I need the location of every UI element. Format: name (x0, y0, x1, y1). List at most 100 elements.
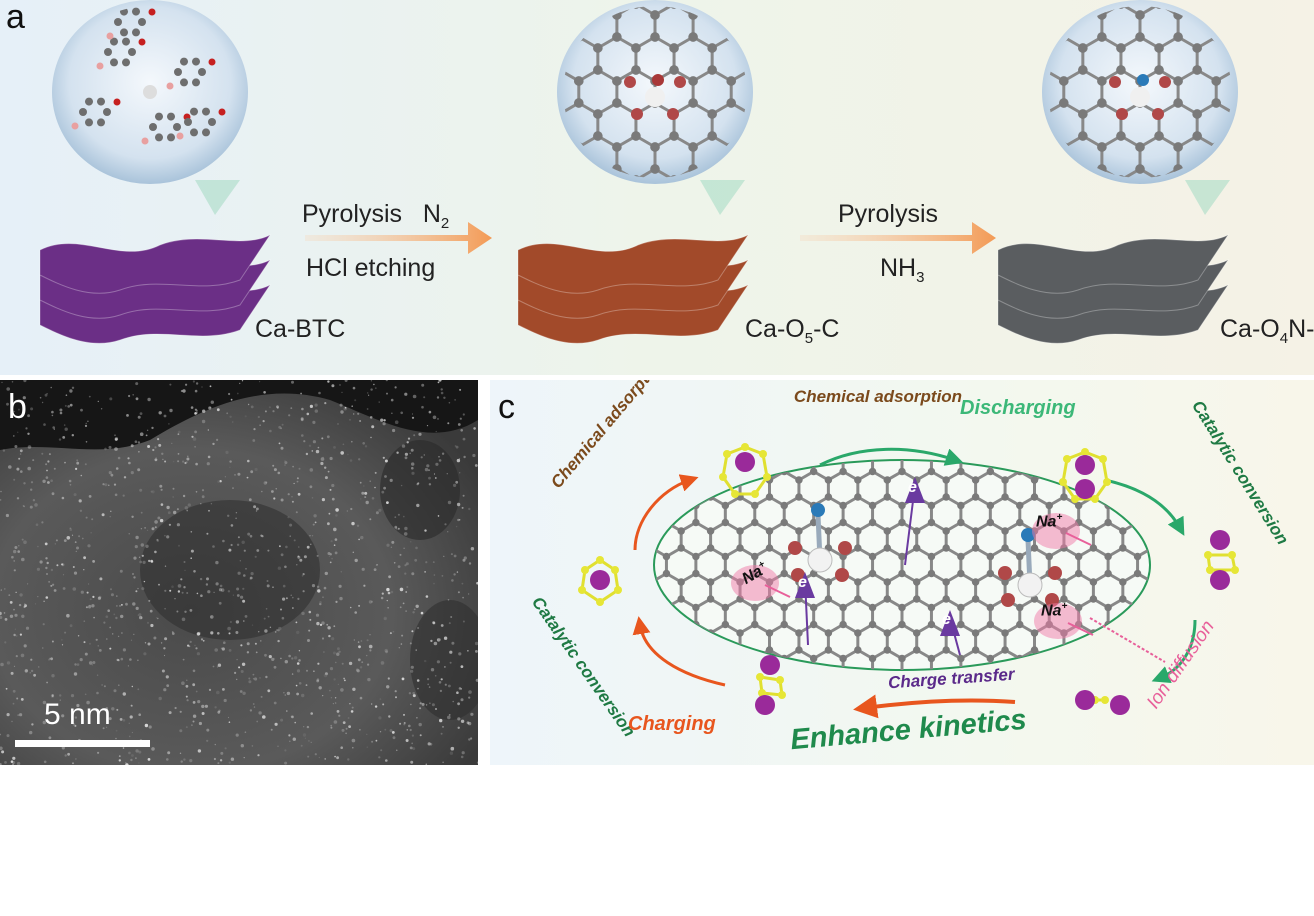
carbon-atom (883, 476, 892, 484)
carbon-atom (795, 425, 802, 432)
carbon-atom (1133, 552, 1142, 561)
carbon-atom (1135, 10, 1145, 20)
carbon-atom (854, 646, 862, 654)
carbon-atom (707, 109, 717, 119)
carbon-atom (631, 65, 641, 75)
oxygen-atom (1001, 593, 1015, 607)
sodium-atom (1075, 455, 1095, 475)
carbon-atom (604, 621, 611, 628)
carbon-atom (825, 442, 832, 449)
carbon-atom (1060, 697, 1067, 704)
oxygen-atom (1109, 76, 1121, 88)
carbon-atom (766, 680, 773, 687)
carbon-atom (986, 620, 995, 629)
carbon-atom (1060, 578, 1068, 586)
carbon-atom (1193, 553, 1200, 560)
carbon-atom (593, 6, 603, 9)
carbon-atom (1040, 197, 1050, 207)
carbon-atom (1048, 175, 1050, 178)
oxygen-atom (1152, 108, 1164, 120)
carbon-atom (1133, 620, 1142, 629)
carbon-atom (751, 552, 759, 561)
carbon-atom (1021, 98, 1031, 108)
bubble-pointer (700, 180, 745, 215)
arrow-step1 (305, 222, 492, 254)
carbon-atom (780, 620, 788, 629)
carbon-atom (662, 501, 671, 510)
carbon-atom (942, 442, 949, 449)
carbon-atom (1307, 0, 1314, 9)
carbon-atom (1078, 131, 1088, 141)
carbon-atom (912, 578, 921, 586)
carbon-atom (706, 544, 715, 552)
carbon-atom (688, 32, 698, 42)
carbon-atom (517, 109, 527, 119)
carbon-atom (619, 595, 626, 602)
carbon-atom (707, 43, 717, 53)
m2-suffix: -C (813, 315, 840, 343)
carbon-atom (868, 501, 877, 510)
carbon-atom (688, 142, 698, 152)
carbon-atom (854, 425, 861, 432)
carbon-atom (1016, 518, 1024, 527)
carbon-atom (1097, 76, 1107, 86)
na-text: Na (1036, 513, 1057, 531)
carbon-atom (1133, 518, 1142, 527)
carbon-atom (986, 552, 995, 561)
carbon-atom (706, 629, 715, 637)
carbon-atom (1154, 43, 1164, 53)
carbon-atom (765, 493, 774, 501)
carbon-atom (795, 442, 802, 449)
carbon-atom (1002, 175, 1012, 185)
carbon-atom (612, 32, 622, 42)
carbon-atom (1060, 646, 1068, 654)
carbon-atom (898, 518, 906, 527)
carbon-atom (898, 501, 906, 510)
carbon-atom (721, 569, 730, 578)
carbon-atom (650, 10, 660, 20)
carbon-atom (604, 655, 611, 662)
carbon-atom (1211, 98, 1222, 108)
carbon-atom (721, 518, 730, 527)
carbon-atom (633, 570, 640, 577)
carbon-atom (809, 467, 818, 476)
sodium-atom (735, 452, 755, 472)
carbon-atom (1288, 98, 1298, 108)
carbon-atom (1288, 164, 1298, 174)
carbon-atom (1192, 131, 1202, 141)
carbon-atom (809, 603, 818, 612)
layered-sheet (39, 233, 272, 294)
carbon-atom (677, 544, 685, 552)
carbon-atom (736, 629, 744, 637)
carbon-atom (868, 467, 877, 476)
carbon-atom (942, 425, 949, 432)
carbon-atom (1148, 476, 1150, 484)
carbon-atom (1269, 0, 1279, 9)
carbon-atom (1163, 519, 1170, 526)
carbon-atom (1193, 451, 1200, 458)
carbon-atom (854, 544, 862, 552)
carbon-atom (669, 131, 679, 141)
carbon-atom (612, 98, 622, 108)
carbon-atom (654, 476, 656, 484)
carbon-atom (1097, 98, 1107, 108)
carbon-atom (619, 476, 626, 483)
carbon-atom (563, 175, 565, 178)
carbon-atom (1001, 578, 1009, 586)
carbon-atom (1163, 570, 1170, 577)
carbon-atom (764, 98, 774, 108)
sulfur-atom (611, 566, 619, 574)
carbon-atom (839, 501, 847, 510)
carbon-atom (1307, 109, 1314, 119)
carbon-atom (803, 32, 813, 42)
carbon-atom (1288, 142, 1298, 152)
carbon-atom (721, 501, 730, 510)
carbon-atom (1207, 595, 1214, 602)
molecular-structure (71, 7, 226, 145)
carbon-atom (669, 43, 679, 53)
carbon-atom (751, 654, 759, 663)
m3-sub: 4 (1279, 330, 1289, 347)
carbon-atom (1089, 595, 1098, 603)
carbon-atom (1031, 442, 1038, 449)
na-ion-glow (1034, 603, 1082, 639)
